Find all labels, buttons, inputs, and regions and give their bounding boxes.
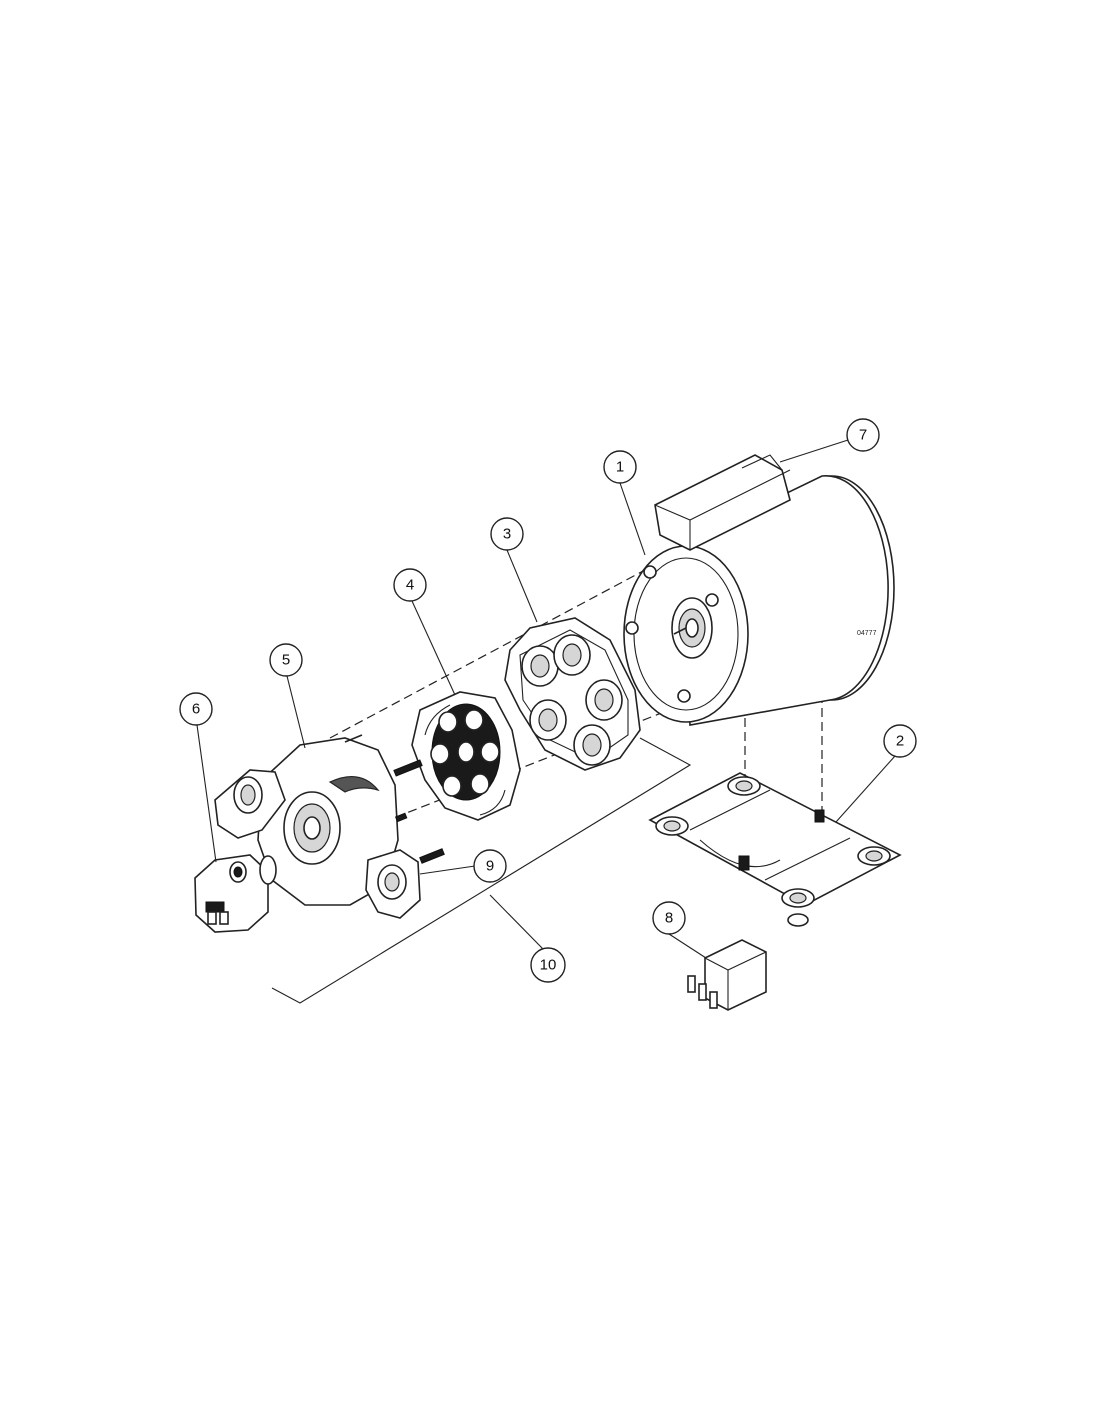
callout-3: 3 [490,517,524,551]
callout-label: 7 [859,427,867,444]
relay-part-8 [687,939,767,1011]
callout-label: 4 [406,577,414,594]
callout-9: 9 [473,849,507,883]
pressure-switch-part-6 [194,854,277,933]
assembly-bracket-10 [271,737,692,1004]
pump-head-part-5 [214,734,445,919]
callout-2: 2 [883,724,917,758]
callout-label: 10 [540,957,557,974]
callout-5: 5 [269,643,303,677]
callout-label: 9 [486,858,494,875]
callout-8: 8 [652,901,686,935]
callout-6: 6 [179,692,213,726]
motor-part-1: 04777 [623,454,895,726]
callout-label: 6 [192,701,200,718]
leader-lines [196,439,896,959]
drive-plate-part-3 [504,617,641,771]
valve-assembly-part-4 [411,691,521,821]
callout-1: 1 [603,450,637,484]
callout-4: 4 [393,568,427,602]
drawing-code: 04777 [857,630,877,637]
callout-7: 7 [846,418,880,452]
callout-label: 5 [282,652,290,669]
callout-label: 8 [665,910,673,927]
callout-label: 1 [616,459,624,476]
mounting-base-part-2 [648,772,902,927]
callout-label: 2 [896,733,904,750]
callout-label: 3 [503,526,511,543]
callout-10: 10 [530,947,566,983]
